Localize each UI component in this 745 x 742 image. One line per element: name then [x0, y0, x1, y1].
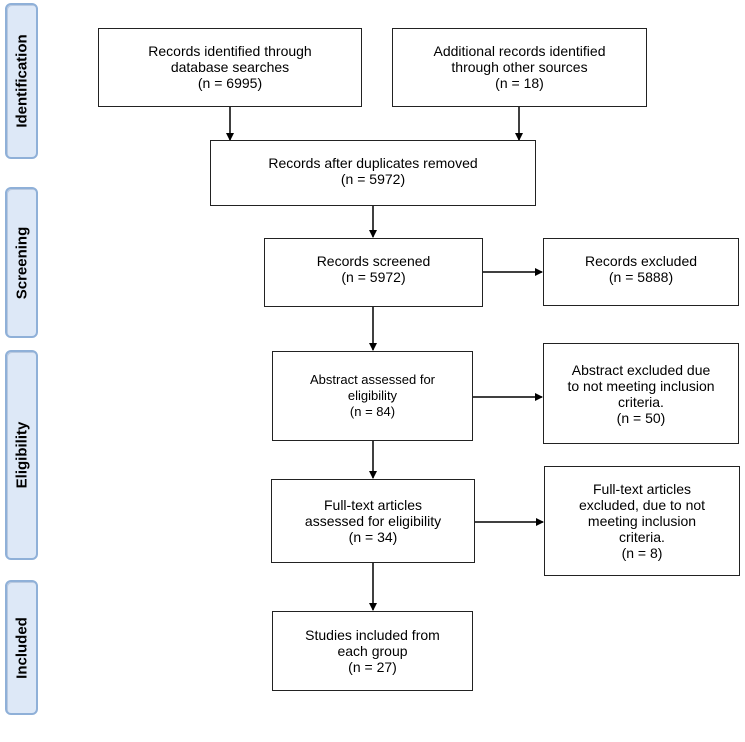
box-other-sources: Additional records identified through ot…: [392, 28, 647, 107]
box-line: (n = 18): [495, 75, 544, 91]
box-line: through other sources: [451, 59, 588, 75]
box-line: each group: [337, 643, 408, 659]
box-line: Records after duplicates removed: [268, 155, 478, 171]
box-line: criteria.: [619, 529, 665, 545]
box-line: (n = 5972): [340, 171, 406, 187]
box-line: meeting inclusion: [587, 513, 697, 529]
box-line: Studies included from: [305, 627, 440, 643]
phase-eligibility: Eligibility: [5, 350, 38, 560]
box-line: (n = 8): [621, 545, 663, 561]
phase-included: Included: [5, 580, 38, 715]
box-duplicates-removed: Records after duplicates removed (n = 59…: [210, 140, 536, 206]
box-records-excluded: Records excluded (n = 5888): [543, 238, 739, 306]
box-line: (n = 5972): [341, 269, 406, 285]
box-abstract-excluded: Abstract excluded due to not meeting inc…: [543, 343, 739, 444]
box-line: (n = 27): [348, 659, 397, 675]
box-line: Full-text articles: [592, 481, 692, 497]
box-line: (n = 50): [616, 409, 666, 426]
box-line: eligibility: [347, 388, 398, 403]
box-line: Full-text articles: [323, 497, 423, 513]
box-line: (n = 34): [348, 529, 398, 545]
box-fulltext-excluded: Full-text articles excluded, due to not …: [544, 466, 740, 576]
phase-label: Screening: [13, 226, 30, 299]
box-line: Additional records identified: [433, 43, 606, 59]
box-fulltext-assessed: Full-text articles assessed for eligibil…: [271, 479, 475, 563]
box-line: assessed for eligibility: [304, 513, 442, 529]
box-line: Abstract assessed for: [310, 372, 435, 387]
box-records-screened: Records screened (n = 5972): [264, 238, 483, 307]
box-line: (n = 6995): [197, 75, 263, 91]
box-line: Abstract excluded due: [571, 361, 711, 378]
box-abstract-assessed: Abstract assessed for eligibility (n = 8…: [272, 351, 473, 441]
box-line: database searches: [170, 59, 290, 75]
box-line: Records identified through: [148, 43, 312, 59]
phase-label: Included: [13, 616, 30, 679]
box-line: to not meeting inclusion: [567, 377, 715, 394]
box-line: excluded, due to not: [578, 497, 706, 513]
phase-screening: Screening: [5, 187, 38, 338]
phase-label: Eligibility: [13, 421, 30, 489]
box-line: Records excluded: [584, 253, 698, 269]
box-studies-included: Studies included from each group (n = 27…: [272, 611, 473, 691]
box-database-records: Records identified through database sear…: [98, 28, 362, 107]
phase-identification: Identification: [5, 3, 38, 159]
box-line: (n = 5888): [608, 269, 674, 285]
box-line: Records screened: [316, 253, 431, 269]
phase-label: Identification: [13, 34, 30, 128]
box-line: (n = 84): [349, 404, 396, 419]
box-line: criteria.: [618, 393, 664, 410]
